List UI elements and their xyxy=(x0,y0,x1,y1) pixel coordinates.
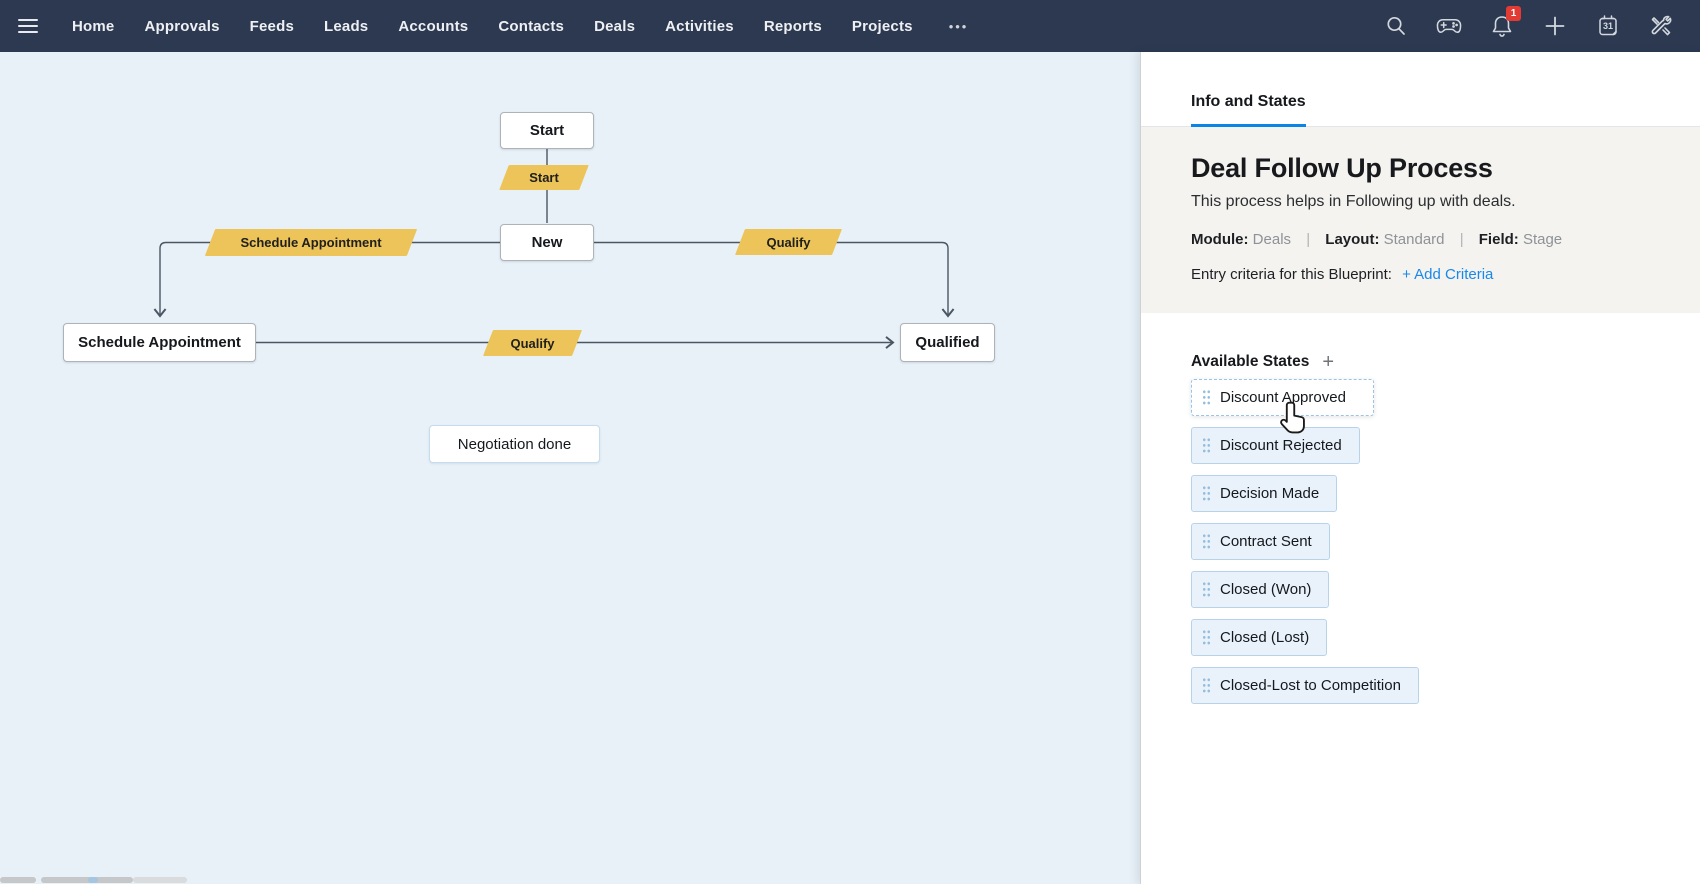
nav-item-leads[interactable]: Leads xyxy=(324,17,369,35)
drag-handle-icon[interactable] xyxy=(1202,437,1211,454)
field-value: Stage xyxy=(1522,231,1563,248)
nav-item-reports[interactable]: Reports xyxy=(763,17,822,35)
add-state-button[interactable]: + xyxy=(1322,351,1335,373)
nav-icon-group: 1 31 xyxy=(1383,6,1700,39)
state-chip-contract-sent[interactable]: Contract Sent xyxy=(1191,523,1330,560)
state-chip-closed-lost[interactable]: Closed (Lost) xyxy=(1191,619,1328,656)
calendar-day-label: 31 xyxy=(1602,21,1613,31)
nav-item-contacts[interactable]: Contacts xyxy=(498,17,565,35)
drag-handle-icon[interactable] xyxy=(1202,389,1211,406)
field-label: Field: xyxy=(1478,231,1519,248)
gamepad-icon[interactable] xyxy=(1436,13,1462,39)
state-chip-closed-lost-to-competition[interactable]: Closed-Lost to Competition xyxy=(1191,667,1419,704)
bell-icon[interactable]: 1 xyxy=(1489,6,1521,39)
transition-qualify-lower[interactable]: Qualify xyxy=(488,330,577,356)
state-chip-discount-rejected[interactable]: Discount Rejected xyxy=(1191,427,1360,464)
module-label: Module: xyxy=(1191,231,1249,248)
more-tabs-icon[interactable]: ••• xyxy=(948,18,969,34)
state-node-start[interactable]: Start xyxy=(500,112,594,149)
transition-schedule-appointment[interactable]: Schedule Appointment xyxy=(210,229,412,256)
layout-label: Layout: xyxy=(1325,231,1380,248)
nav-item-accounts[interactable]: Accounts xyxy=(398,17,469,35)
module-value: Deals xyxy=(1252,231,1292,248)
state-chip-closed-won[interactable]: Closed (Won) xyxy=(1191,571,1330,608)
blueprint-canvas[interactable]: Start New Schedule Appointment Qualified… xyxy=(0,52,1140,884)
search-icon[interactable] xyxy=(1383,13,1409,39)
process-info-section: Deal Follow Up Process This process help… xyxy=(1141,127,1700,313)
state-node-qualified[interactable]: Qualified xyxy=(900,323,995,362)
main-nav: Home Approvals Feeds Leads Accounts Cont… xyxy=(72,18,968,35)
drag-handle-icon[interactable] xyxy=(1202,485,1211,502)
canvas-horizontal-scrollbar[interactable] xyxy=(0,876,200,884)
process-title: Deal Follow Up Process xyxy=(1191,153,1493,183)
hamburger-menu-icon[interactable] xyxy=(18,19,38,33)
tools-icon[interactable] xyxy=(1648,13,1674,39)
layout-value: Standard xyxy=(1383,231,1445,248)
drag-handle-icon[interactable] xyxy=(1202,677,1211,694)
add-criteria-link[interactable]: + Add Criteria xyxy=(1402,266,1494,283)
info-panel: Info and States Deal Follow Up Process T… xyxy=(1140,52,1700,884)
process-meta: Module: Deals | Layout: Standard | Field… xyxy=(1191,231,1563,248)
available-states-section: Available States + Discount Approved Dis… xyxy=(1141,313,1700,704)
nav-item-activities[interactable]: Activities xyxy=(665,17,734,35)
drag-handle-icon[interactable] xyxy=(1202,581,1211,598)
panel-tabbar: Info and States xyxy=(1141,52,1700,127)
nav-item-deals[interactable]: Deals xyxy=(594,17,636,35)
transition-start[interactable]: Start xyxy=(504,165,584,190)
drag-handle-icon[interactable] xyxy=(1202,629,1211,646)
nav-item-feeds[interactable]: Feeds xyxy=(249,17,294,35)
state-chip-discount-approved[interactable]: Discount Approved xyxy=(1191,379,1374,416)
state-chip-decision-made[interactable]: Decision Made xyxy=(1191,475,1338,512)
state-node-new[interactable]: New xyxy=(500,224,594,261)
plus-icon[interactable] xyxy=(1542,13,1568,39)
tab-info-and-states[interactable]: Info and States xyxy=(1191,93,1306,127)
process-description: This process helps in Following up with … xyxy=(1191,193,1516,210)
state-node-schedule-appointment[interactable]: Schedule Appointment xyxy=(63,323,256,362)
drag-handle-icon[interactable] xyxy=(1202,533,1211,550)
entry-criteria-row: Entry criteria for this Blueprint: + Add… xyxy=(1191,266,1670,283)
state-list: Discount Approved Discount Rejected Deci… xyxy=(1191,379,1670,704)
entry-criteria-label: Entry criteria for this Blueprint: xyxy=(1191,266,1392,283)
nav-item-home[interactable]: Home xyxy=(72,17,115,35)
state-node-negotiation-done[interactable]: Negotiation done xyxy=(429,425,600,463)
nav-item-projects[interactable]: Projects xyxy=(851,17,913,35)
transition-qualify-upper[interactable]: Qualify xyxy=(740,229,837,255)
available-states-title: Available States xyxy=(1191,353,1310,370)
calendar-icon[interactable]: 31 xyxy=(1595,13,1621,39)
nav-item-approvals[interactable]: Approvals xyxy=(144,17,220,35)
top-nav: Home Approvals Feeds Leads Accounts Cont… xyxy=(0,0,1700,52)
notification-badge: 1 xyxy=(1506,6,1521,21)
